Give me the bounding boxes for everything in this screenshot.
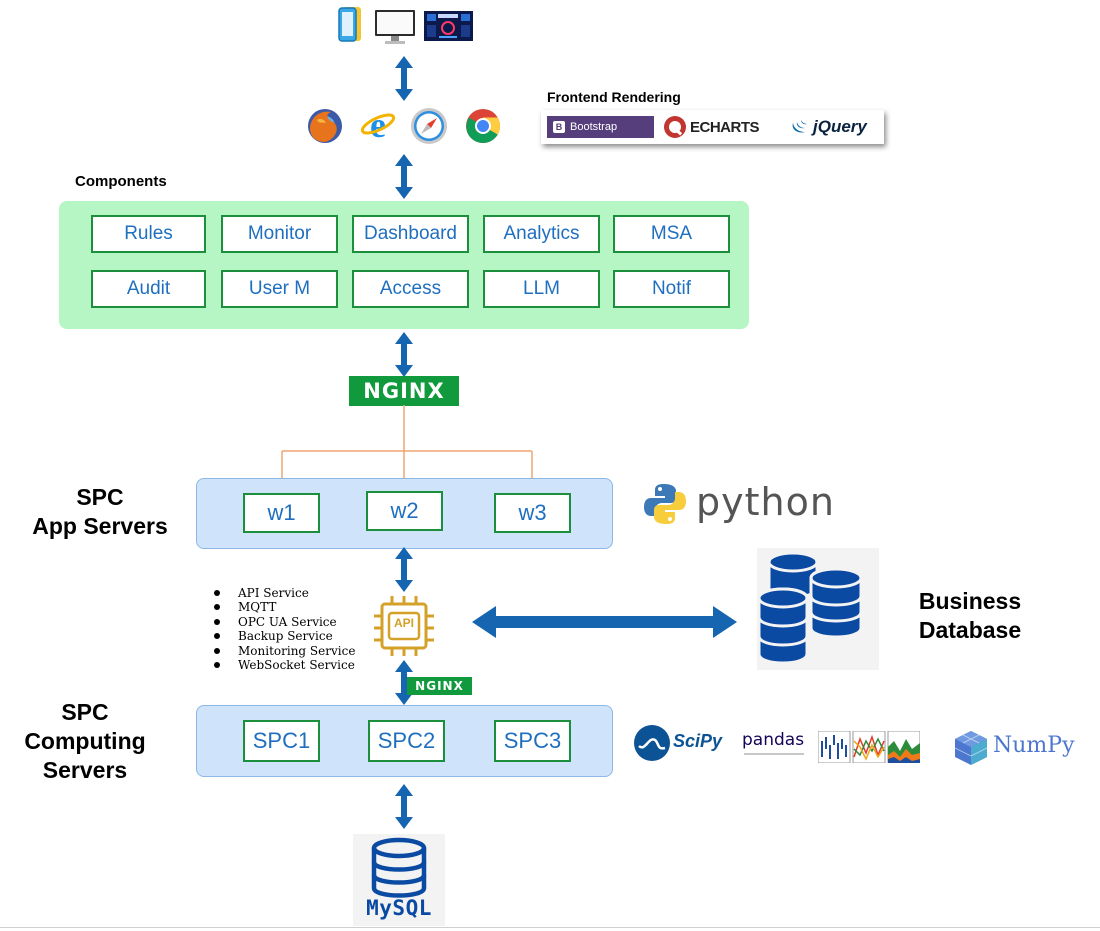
mysql-icon (353, 834, 445, 926)
service-item: OPC UA Service (212, 615, 355, 629)
arrow-browsers-components (395, 154, 413, 199)
api-chip-label: API (393, 616, 414, 630)
bottom-border (0, 927, 1100, 928)
chart-thumbnails-icon (817, 730, 921, 764)
numpy-icon (954, 731, 988, 765)
worker-w1: w1 (243, 493, 320, 533)
component-user-m: User M (221, 270, 338, 308)
echarts-logo: ECHARTS (663, 116, 760, 138)
computing-servers-line1: SPC (61, 699, 109, 725)
component-notif: Notif (613, 270, 730, 308)
bootstrap-logo: B Bootstrap (547, 116, 654, 138)
numpy-logo: NumPy (953, 727, 1083, 767)
firefox-icon (307, 108, 343, 144)
bootstrap-label: Bootstrap (570, 121, 618, 133)
worker-w2: w2 (366, 491, 443, 531)
component-audit: Audit (91, 270, 206, 308)
app-servers-label-line1: SPC (76, 484, 124, 510)
pandas-formula-line (744, 753, 804, 755)
safari-icon (410, 107, 448, 145)
business-database-line2: Database (918, 617, 1022, 643)
app-servers-label-line2: App Servers (32, 513, 168, 539)
pandas-label: pandas (742, 730, 805, 750)
service-item: API Service (212, 586, 355, 600)
service-item: WebSocket Service (212, 658, 355, 672)
arrow-api-business-db (472, 606, 737, 638)
computing-servers-line3: Servers (42, 757, 128, 783)
python-label: python (696, 480, 835, 524)
compute-node-spc3: SPC3 (494, 720, 571, 762)
monitor-icon (374, 9, 416, 45)
service-item: Backup Service (212, 629, 355, 643)
component-llm: LLM (483, 270, 600, 308)
chrome-icon (465, 108, 501, 144)
business-database-label: Business Database (900, 587, 1040, 645)
arrow-app-api (395, 547, 413, 592)
scipy-label: SciPy (673, 731, 723, 751)
echarts-icon (664, 116, 686, 138)
arrow-components-nginx (395, 332, 413, 377)
arrow-devices-browsers (395, 56, 413, 101)
python-icon (644, 484, 686, 524)
pandas-logo: pandas (742, 728, 812, 762)
compute-node-spc2: SPC2 (368, 720, 445, 762)
scipy-icon (634, 725, 670, 761)
component-rules: Rules (91, 215, 206, 253)
worker-w3: w3 (494, 493, 571, 533)
components-title: Components (75, 173, 167, 190)
svg-text:e: e (370, 106, 386, 144)
jquery-icon (792, 120, 807, 133)
dashboard-screen-icon (424, 11, 473, 41)
echarts-label: ECHARTS (690, 118, 760, 136)
app-servers-label: SPC App Servers (18, 483, 182, 541)
service-item: Monitoring Service (212, 644, 355, 658)
api-services-list: API Service MQTT OPC UA Service Backup S… (212, 586, 355, 672)
computing-servers-label: SPC Computing Servers (10, 698, 160, 785)
component-access: Access (352, 270, 469, 308)
mysql-label: MySQL (366, 896, 432, 920)
internet-explorer-icon: e (359, 105, 397, 145)
component-dashboard: Dashboard (352, 215, 469, 253)
numpy-label: NumPy (993, 733, 1075, 758)
arrow-computing-mysql (395, 784, 413, 829)
frontend-rendering-title: Frontend Rendering (547, 89, 681, 105)
component-msa: MSA (613, 215, 730, 253)
tablet-icon (337, 5, 363, 43)
business-database-line1: Business (918, 588, 1022, 614)
python-logo: python (643, 480, 834, 528)
component-analytics: Analytics (483, 215, 600, 253)
scipy-logo: SciPy (633, 723, 733, 763)
computing-servers-line2: Computing (24, 728, 146, 754)
bootstrap-icon: B (553, 121, 565, 133)
frontend-libs-box: B Bootstrap ECHARTS jQuery (541, 110, 884, 144)
mysql-logo: MySQL (353, 834, 445, 926)
nginx-logo: NGINX (349, 376, 459, 406)
nginx-small-logo: NGINX (407, 677, 472, 695)
compute-node-spc1: SPC1 (243, 720, 320, 762)
jquery-logo: jQuery (791, 115, 867, 139)
component-monitor: Monitor (221, 215, 338, 253)
database-icon (757, 548, 879, 670)
api-chip-icon: API (370, 594, 438, 658)
service-item: MQTT (212, 600, 355, 614)
jquery-label: jQuery (813, 117, 867, 136)
